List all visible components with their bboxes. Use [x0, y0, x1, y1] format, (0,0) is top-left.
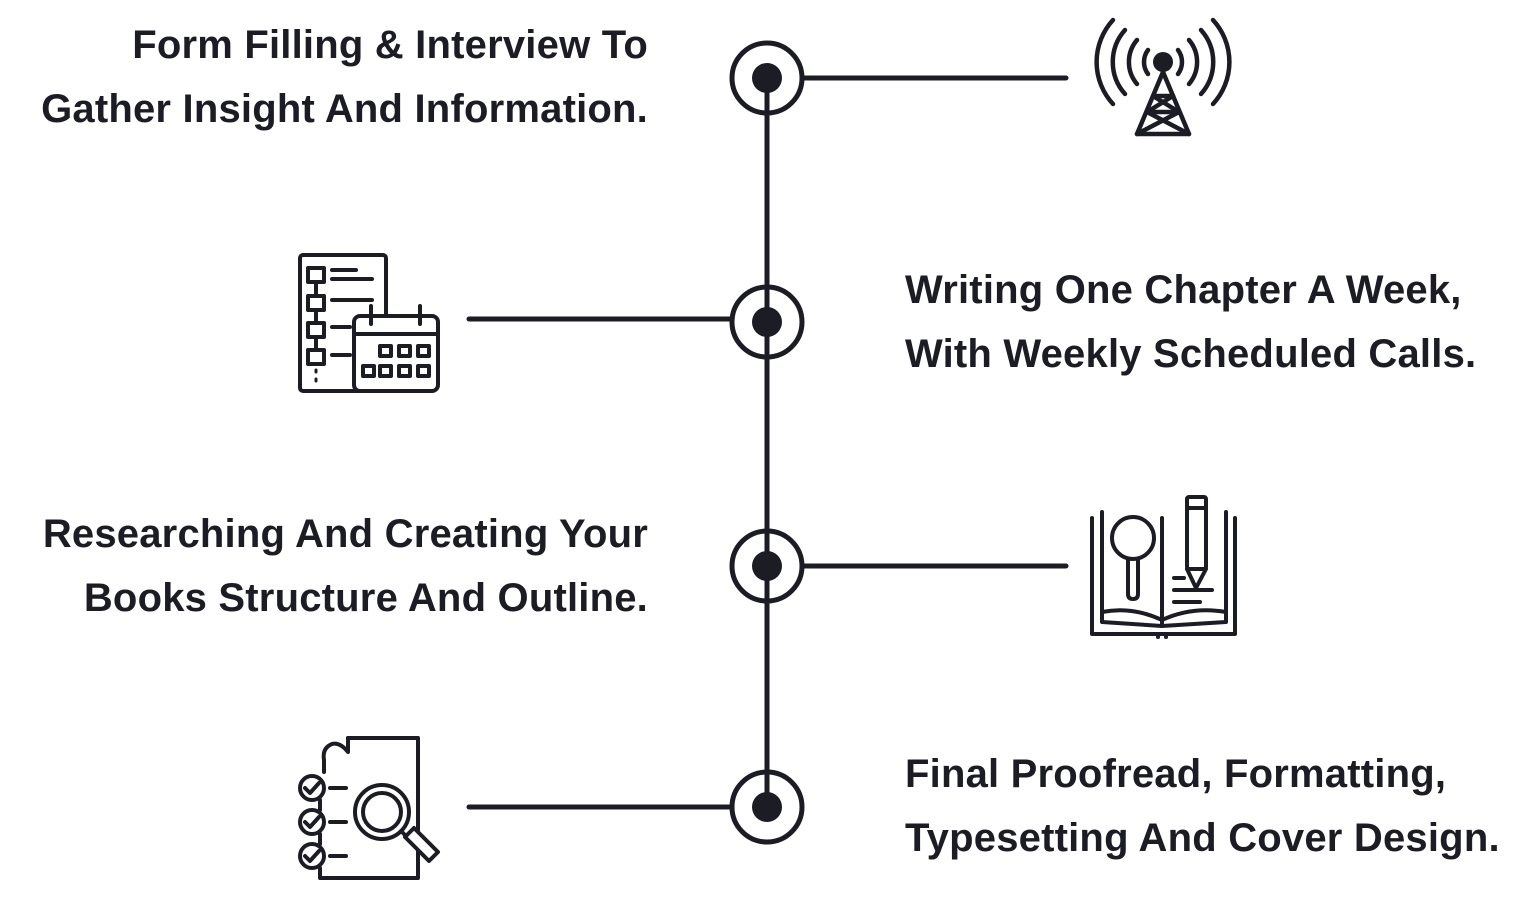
- document-magnifier-checklist-icon: [298, 736, 440, 880]
- step-2-line-2: With Weekly Scheduled Calls.: [905, 332, 1477, 376]
- book-research-pen-icon: [1090, 495, 1237, 639]
- step-3-description: Researching And Creating Your Books Stru…: [43, 502, 648, 630]
- timeline-node-4: [466, 769, 805, 845]
- step-4-description: Final Proofread, Formatting, Typesetting…: [905, 742, 1500, 870]
- checklist-calendar-icon: [298, 253, 440, 393]
- step-1-line-2: Gather Insight And Information.: [41, 87, 648, 131]
- step-2-description: Writing One Chapter A Week, With Weekly …: [905, 258, 1476, 386]
- step-2-line-1: Writing One Chapter A Week,: [905, 268, 1462, 312]
- step-4-line-1: Final Proofread, Formatting,: [905, 752, 1447, 796]
- step-3-line-2: Books Structure And Outline.: [83, 576, 648, 620]
- timeline-node-3: [729, 528, 1069, 604]
- step-1-description: Form Filling & Interview To Gather Insig…: [41, 13, 648, 141]
- timeline-node-2: [466, 284, 805, 360]
- radio-tower-icon: [1094, 17, 1232, 137]
- step-1-line-1: Form Filling & Interview To: [132, 23, 648, 67]
- step-4-line-2: Typesetting And Cover Design.: [905, 816, 1500, 860]
- step-3-line-1: Researching And Creating Your: [42, 512, 648, 556]
- timeline-node-1: [729, 40, 1069, 116]
